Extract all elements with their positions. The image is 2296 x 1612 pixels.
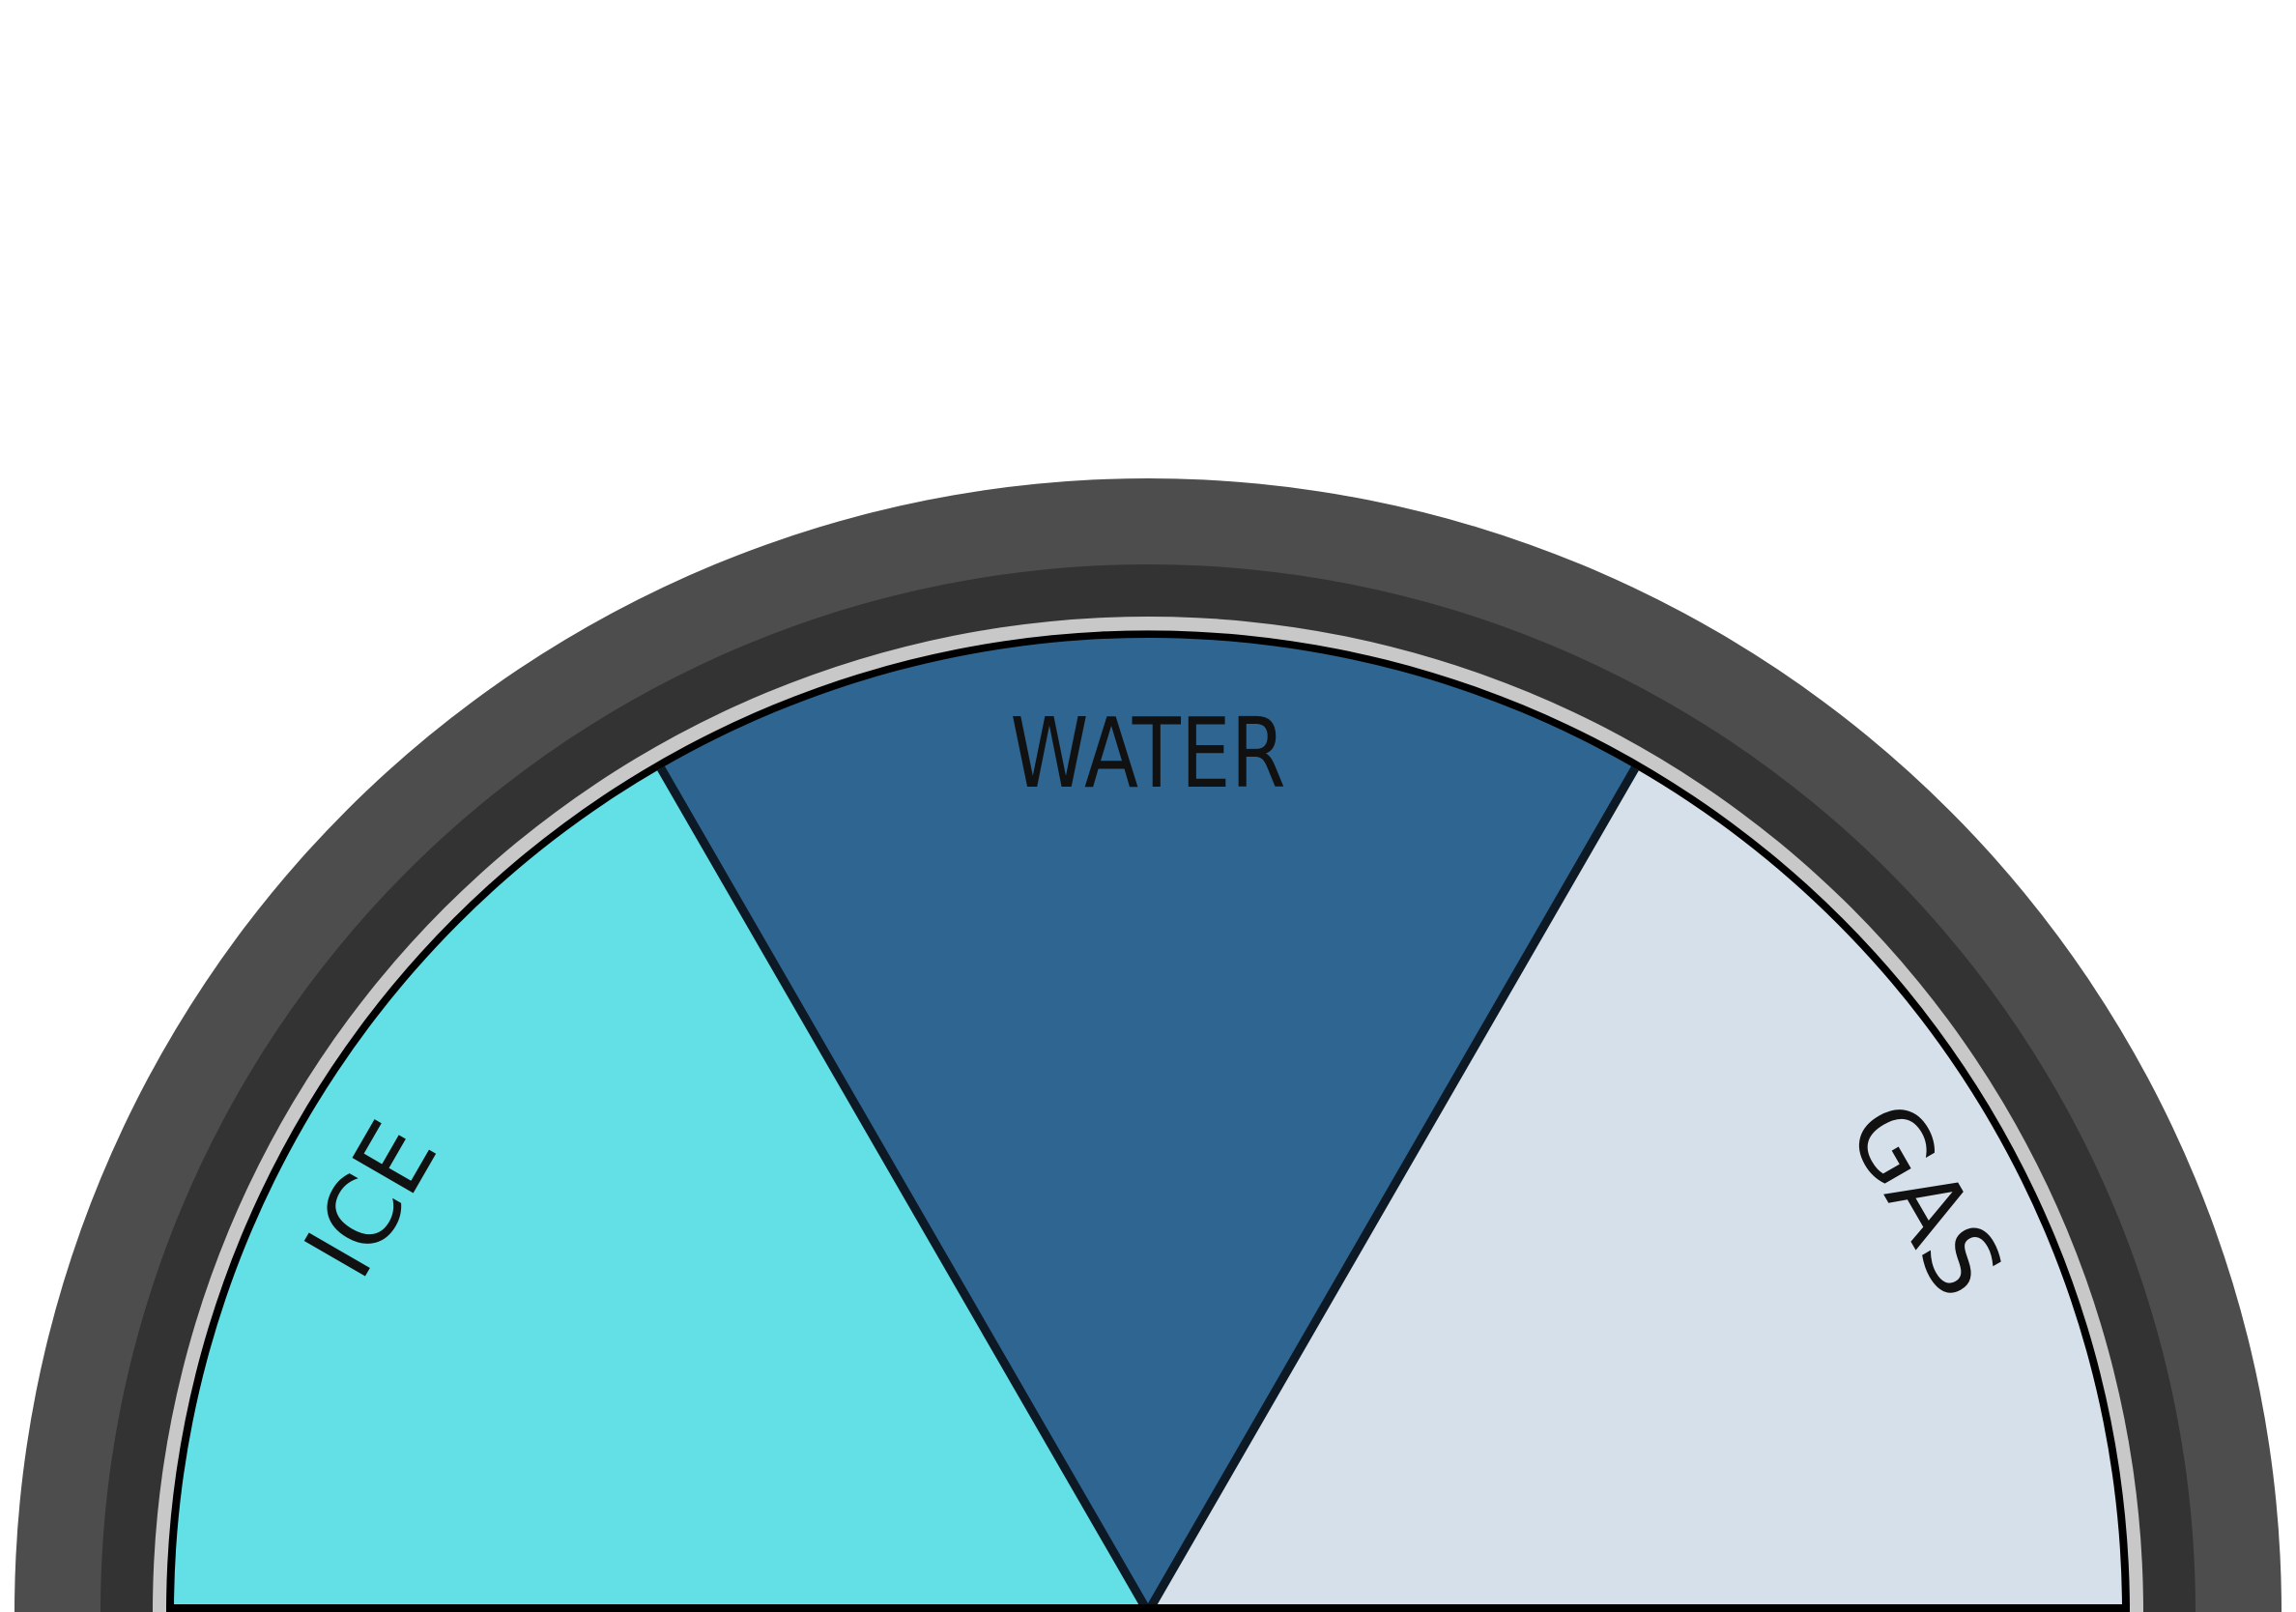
segment-water [661,637,1635,1612]
segment-ice [174,768,1148,1612]
segment-gas [1148,768,2122,1612]
divider-ice-water [657,765,1152,1612]
label-water: WATER [1010,697,1285,810]
divider-water-gas [1144,765,1639,1612]
